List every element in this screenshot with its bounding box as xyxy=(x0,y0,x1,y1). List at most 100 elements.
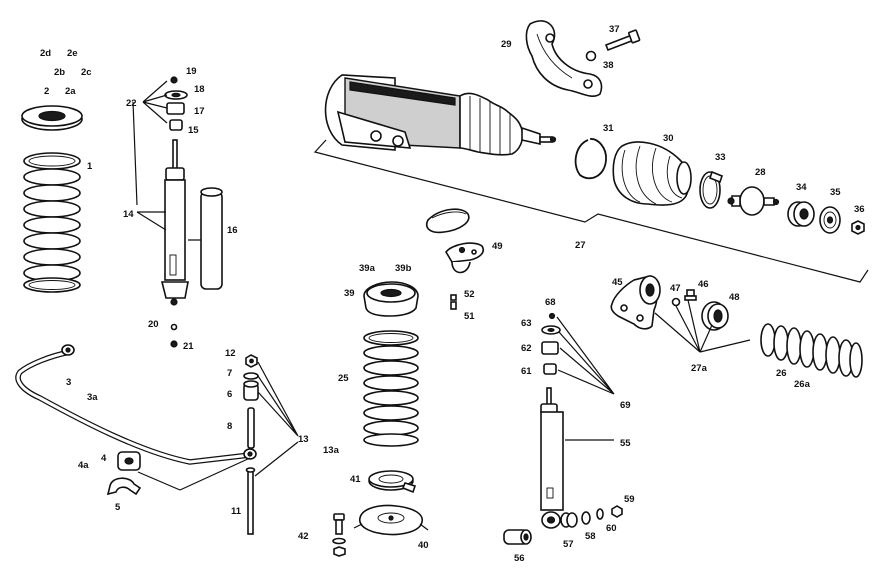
link-bolt-11 xyxy=(245,467,256,535)
label-16: 16 xyxy=(227,225,238,236)
label-2b: 2b xyxy=(54,67,65,78)
label-5: 5 xyxy=(115,502,121,513)
leader-22 xyxy=(132,80,168,206)
label-49: 49 xyxy=(492,241,503,252)
label-62: 62 xyxy=(521,343,532,354)
clamp-5 xyxy=(106,477,142,496)
label-14: 14 xyxy=(123,209,134,220)
spacer-8 xyxy=(247,407,255,449)
bolt-46 xyxy=(684,289,697,301)
label-13: 13 xyxy=(298,434,309,445)
spring-seat-2 xyxy=(21,105,83,131)
label-20: 20 xyxy=(148,319,159,330)
stabilizer-bar-3 xyxy=(15,344,257,465)
coil-spring-1 xyxy=(23,152,81,293)
ball-joint-28 xyxy=(727,186,780,216)
label-3: 3 xyxy=(66,377,71,388)
group-bracket-27 xyxy=(313,139,869,283)
front-shock-top-parts xyxy=(164,76,188,131)
label-12: 12 xyxy=(225,348,236,359)
label-60: 60 xyxy=(606,523,617,534)
label-4a: 4a xyxy=(78,460,89,471)
label-45: 45 xyxy=(612,277,623,288)
rubber-pad xyxy=(426,208,470,234)
washer-47 xyxy=(671,297,681,307)
label-40: 40 xyxy=(418,540,429,551)
label-39: 39 xyxy=(344,288,355,299)
rear-shock-absorber-55 xyxy=(540,387,564,529)
label-2e: 2e xyxy=(67,48,78,59)
label-47: 47 xyxy=(670,283,681,294)
label-56: 56 xyxy=(514,553,525,564)
label-2d: 2d xyxy=(40,48,51,59)
rubber-boot-30 xyxy=(612,141,692,206)
label-27: 27 xyxy=(575,240,586,251)
leader-13 xyxy=(254,361,299,477)
label-38: 38 xyxy=(603,60,614,71)
rear-shock-top-parts xyxy=(541,312,561,375)
nut-36 xyxy=(851,220,865,235)
rubber-bushing-48 xyxy=(701,301,729,331)
label-2a: 2a xyxy=(65,86,76,97)
circlip-31 xyxy=(574,138,607,180)
front-shock-absorber-14 xyxy=(160,139,189,348)
part-labels: 2d 2e 2b 2c 2 2a 1 19 18 22 17 15 14 16 … xyxy=(40,24,865,564)
label-18: 18 xyxy=(194,84,205,95)
rubber-bush-57 xyxy=(560,512,578,528)
label-2: 2 xyxy=(44,86,49,97)
bump-stop-49 xyxy=(445,242,485,274)
label-1: 1 xyxy=(87,161,93,172)
label-55: 55 xyxy=(620,438,631,449)
label-17: 17 xyxy=(194,106,205,117)
bolt-51-52 xyxy=(450,294,457,310)
label-61: 61 xyxy=(521,366,532,377)
label-51: 51 xyxy=(464,311,475,322)
leader-27a xyxy=(654,299,751,353)
label-8: 8 xyxy=(227,421,232,432)
label-69: 69 xyxy=(620,400,631,411)
washer-7 xyxy=(243,372,259,380)
cup-washer-35 xyxy=(819,206,841,234)
washer-60 xyxy=(596,508,604,520)
label-26: 26 xyxy=(776,368,787,379)
washer-38 xyxy=(585,50,597,62)
label-59: 59 xyxy=(624,494,635,505)
spring-pad-41 xyxy=(368,470,417,494)
bushing-34 xyxy=(787,201,815,227)
rear-axle-tube-with-boot xyxy=(324,74,557,156)
bolt-37 xyxy=(604,29,641,52)
nut-59 xyxy=(611,505,623,518)
label-33: 33 xyxy=(715,152,726,163)
label-42: 42 xyxy=(298,531,309,542)
bushing-56 xyxy=(503,529,532,545)
label-29: 29 xyxy=(501,39,512,50)
label-21: 21 xyxy=(183,341,194,352)
label-3a: 3a xyxy=(87,392,98,403)
horizontal-spring-26 xyxy=(760,323,863,378)
label-25: 25 xyxy=(338,373,349,384)
rear-coil-spring-25 xyxy=(363,330,419,447)
label-31: 31 xyxy=(603,123,614,134)
label-30: 30 xyxy=(663,133,674,144)
washer-58 xyxy=(581,511,591,525)
label-11: 11 xyxy=(231,506,242,517)
label-26a: 26a xyxy=(794,379,811,390)
label-13a: 13a xyxy=(323,445,340,456)
label-58: 58 xyxy=(585,531,596,542)
label-27a: 27a xyxy=(691,363,708,374)
leader-14 xyxy=(136,211,201,241)
bolt-kit-42 xyxy=(332,513,346,557)
rubber-bushing-4 xyxy=(117,451,141,471)
mounting-bracket-45 xyxy=(610,275,661,330)
leader-69 xyxy=(556,316,615,395)
label-39b: 39b xyxy=(395,263,412,274)
label-68: 68 xyxy=(545,297,556,308)
label-2c: 2c xyxy=(81,67,92,78)
label-37: 37 xyxy=(609,24,620,35)
label-36: 36 xyxy=(854,204,865,215)
label-63: 63 xyxy=(521,318,532,329)
label-41: 41 xyxy=(350,474,361,485)
label-35: 35 xyxy=(830,187,841,198)
label-48: 48 xyxy=(729,292,740,303)
